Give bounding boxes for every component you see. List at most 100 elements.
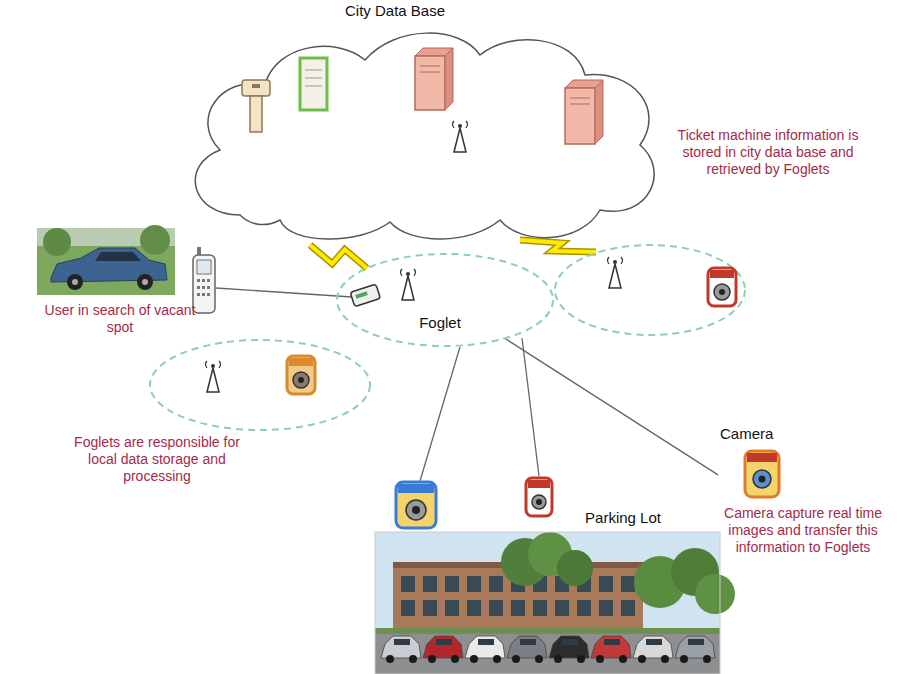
- cloud-database-outline-part: [420, 72, 440, 73]
- parking-lot-photo-outline-part-part: [423, 576, 437, 592]
- mobile-phone-part: [202, 286, 205, 289]
- cloud-database-outline: [170, 0, 670, 245]
- camera-icon-part: [526, 478, 552, 516]
- antenna-icon: [206, 361, 221, 392]
- parking-lot-photo-outline-part-part: [478, 639, 494, 645]
- camera-icon-part: [412, 506, 420, 514]
- parking-lot-photo-outline-part-part: [423, 636, 463, 658]
- cloud-database-outline-part: [453, 121, 468, 128]
- parking-lot-photo-outline-part-part: [423, 600, 437, 616]
- parking-lot-photo-outline-part-part: [467, 576, 481, 592]
- antenna-icon: [608, 257, 623, 288]
- cloud-database-outline-part: [595, 80, 603, 144]
- mobile-phone-part: [197, 286, 200, 289]
- car-photo-part: [137, 274, 153, 290]
- annotation-note: Foglets are responsible for local data s…: [62, 434, 252, 485]
- camera-icon-part: [710, 270, 734, 278]
- cloud-database-outline-part: [300, 58, 327, 110]
- foglet-region-outline-part: [337, 254, 553, 346]
- antenna-icon-part: [206, 361, 221, 368]
- camera-icon-part: [719, 289, 725, 295]
- parking-lot-photo-outline-part-part: [557, 550, 593, 586]
- antenna-icon-part: [207, 368, 219, 392]
- connector-line: [505, 338, 718, 475]
- connector-line: [505, 338, 718, 475]
- camera-icon-part: [714, 284, 730, 300]
- annotation-note: Ticket machine information is stored in …: [668, 127, 868, 178]
- foglet-region-outline-part: [402, 276, 414, 300]
- foglet-region: [555, 245, 745, 335]
- parking-lot-photo-outline-part-part: [467, 600, 481, 616]
- car-photo-part: [140, 225, 170, 255]
- parking-lot-photo-outline-part-part: [604, 639, 620, 645]
- mobile-phone-part: [202, 293, 205, 296]
- parking-lot-photo-outline-part-part: [375, 532, 720, 674]
- car-photo-part: [142, 279, 148, 285]
- cloud-database-outline-part: [305, 86, 322, 87]
- cloud-database-outline-part: [565, 88, 595, 144]
- camera-icon-part: [532, 495, 546, 509]
- parking-lot-photo-outline-part-part: [465, 636, 505, 658]
- mobile-phone-part: [207, 293, 210, 296]
- parking-lot-photo-outline-part-part: [555, 600, 569, 616]
- parking-lot-photo-outline-part-part: [381, 636, 421, 658]
- parking-lot-photo-outline-part-part: [533, 600, 547, 616]
- camera-node-outline-part-part: [759, 476, 766, 483]
- parking-lot-photo-outline-part-part: [489, 600, 503, 616]
- parking-lot-photo-outline-part-part: [577, 655, 585, 663]
- parking-lot-photo-outline-part-part: [512, 655, 520, 663]
- mobile-phone-part: [197, 260, 211, 274]
- lightning-link: [310, 245, 367, 268]
- parking-lot-photo-outline-part-part: [401, 600, 415, 616]
- antenna-icon-part: [608, 257, 623, 264]
- camera-icon: [396, 482, 436, 528]
- parking-lot-photo-outline-part-part: [549, 636, 589, 658]
- parking-lot-photo-outline-part-part: [554, 655, 562, 663]
- car-photo-part: [67, 274, 83, 290]
- lightning-bolt: [310, 245, 367, 268]
- foglet-region: Foglet: [335, 252, 555, 348]
- parking-lot-photo-outline-part-part: [451, 655, 459, 663]
- parking-lot-photo-outline-part-part: [633, 636, 673, 658]
- parking-lot-photo-outline-part-part: [599, 576, 613, 592]
- camera-icon-part: [536, 499, 542, 505]
- camera-icon-part: [528, 480, 550, 488]
- cloud-database-outline-part: [242, 80, 270, 96]
- mobile-phone-part: [202, 279, 205, 282]
- mobile-phone-part: [207, 286, 210, 289]
- parking-lot-photo-outline: [375, 505, 720, 674]
- foglet-region-outline-part: [406, 272, 410, 276]
- cloud-database: City Data Base: [170, 0, 670, 245]
- foglet-region-outline: [335, 252, 555, 348]
- parking-lot-photo-outline-part-part: [445, 576, 459, 592]
- antenna-icon-part: [613, 260, 617, 264]
- camera-icon: [708, 268, 736, 306]
- parking-lot-photo-outline-part-part: [577, 600, 591, 616]
- foglet-region: [150, 340, 370, 430]
- node-label: Parking Lot: [585, 509, 661, 527]
- cloud-database-outline-part: [305, 70, 322, 71]
- cloud-database-outline-part: [445, 48, 453, 110]
- cloud-database-outline-part: [454, 128, 466, 152]
- parking-lot-photo-outline-part-part: [409, 655, 417, 663]
- annotation-note: Camera capture real time images and tran…: [720, 505, 886, 556]
- parking-lot-photo-outline-part-part: [386, 655, 394, 663]
- camera-icon-part: [406, 500, 426, 520]
- parking-lot-photo-outline-part-part: [394, 639, 410, 645]
- camera-icon-part: [289, 358, 313, 366]
- camera-icon-part: [293, 372, 309, 388]
- car-photo: [37, 225, 175, 295]
- parking-lot-photo-outline-part-part: [646, 639, 662, 645]
- parking-lot-photo-outline-part-part: [493, 655, 501, 663]
- antenna-icon-part: [211, 364, 215, 368]
- cloud-database-outline-part: [415, 56, 445, 110]
- parking-lot-photo-outline-part: [375, 532, 735, 674]
- parking-lot-photo-outline-part-part: [507, 636, 547, 658]
- cloud-database-outline-part: [305, 78, 322, 79]
- parking-lot-photo-outline-part-part: [619, 655, 627, 663]
- cloud-database-outline-part: [250, 96, 262, 132]
- parking-lot-photo-outline-part-part: [703, 655, 711, 663]
- car-photo-part: [72, 279, 78, 285]
- camera-node-outline-part-part: [753, 470, 771, 488]
